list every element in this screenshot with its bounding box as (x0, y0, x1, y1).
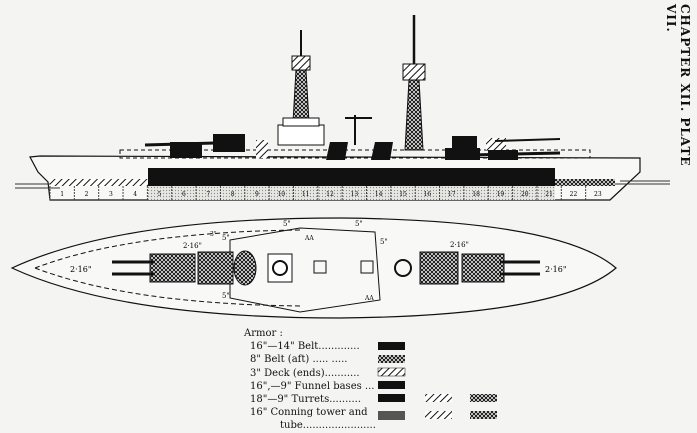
label-aa-1: AA (304, 235, 314, 242)
compartment-number: 22 (570, 191, 578, 198)
turret-1 (170, 142, 202, 158)
legend-belt: 16"—14" Belt............. (250, 341, 360, 353)
compartment-number: 7 (206, 191, 210, 198)
compartment-number: 3 (109, 191, 113, 198)
fore-mast (277, 30, 325, 146)
legend-funnel-bases: 16",—9" Funnel bases ... (250, 380, 375, 392)
compartment-number: 17 (448, 191, 456, 198)
turret-3 (445, 148, 480, 160)
turret-4-plan (461, 253, 505, 283)
label-aa-2: AA (364, 295, 374, 302)
crane (345, 115, 372, 145)
legend-belt-aft: 8" Belt (aft) ..... ..... (250, 354, 348, 366)
legend-conning-tower: 16" Conning tower and (250, 407, 368, 419)
compartment-number: 10 (277, 191, 285, 198)
funnel-1-plan (233, 250, 257, 286)
label-superfiring-fwd: 2·16" (183, 242, 202, 250)
plate-title: CHAPTER XII. PLATE VII. (664, 4, 692, 167)
compartment-number: 4 (133, 191, 137, 198)
compartment-number: 1 (60, 191, 64, 198)
compartment-number: 9 (255, 191, 259, 198)
legend-heading: Armor : (244, 328, 283, 339)
label-fwd-turret: 2·16" (70, 265, 92, 274)
legend-swatches (377, 342, 497, 420)
compartment-number: 19 (497, 191, 505, 198)
compartment-number: 5 (158, 191, 162, 198)
compartment-number: 23 (594, 191, 602, 198)
label-superfiring-aft: 2·16" (450, 241, 469, 249)
funnel-base-2 (371, 142, 393, 160)
compartment-number: 15 (399, 191, 407, 198)
armor-legend: Armor : 16"—14" Belt............. 8" Bel… (240, 327, 382, 433)
compartment-number: 18 (472, 191, 480, 198)
compartment-number: 12 (326, 191, 334, 198)
compartment-number: 2 (85, 191, 89, 198)
turret-2 (213, 134, 245, 152)
legend-turrets: 18"—9" Turrets.......... (250, 393, 361, 405)
compartment-number: 21 (545, 191, 553, 198)
label-aft-turret: 2·16" (545, 265, 567, 274)
compartment-number: 16 (424, 191, 432, 198)
legend-deck: 3" Deck (ends)........... (250, 367, 360, 379)
plan-view: 2·16" 2·16" 2·16" 2·16" 5" 5" 5" 5" 5" A… (10, 217, 617, 319)
compartment-number: 14 (375, 191, 383, 198)
superstructure-outline (229, 227, 381, 313)
main-belt (148, 168, 555, 186)
turret-2-plan (197, 251, 234, 285)
compartment-strip (148, 186, 555, 200)
label-3in: 3" (210, 231, 217, 238)
conning-tower (256, 140, 268, 158)
compartment-number: 11 (302, 191, 310, 198)
label-secondary-4: 5" (380, 238, 388, 246)
compartment-number: 8 (231, 191, 235, 198)
main-mast (402, 15, 426, 151)
compartment-number: 13 (351, 191, 359, 198)
funnel-base-1 (326, 142, 348, 160)
deck-ends-bow (50, 179, 148, 186)
label-secondary-5: 5" (222, 292, 230, 300)
label-secondary-3: 5" (355, 220, 363, 228)
compartment-number: 6 (182, 191, 186, 198)
label-secondary-1: 5" (222, 234, 230, 242)
turret-3-plan (419, 251, 459, 285)
compartment-number: 20 (521, 191, 529, 198)
turret-1-plan (149, 253, 196, 283)
label-secondary-2: 5" (283, 220, 291, 228)
deck-ends-stern (555, 179, 615, 186)
